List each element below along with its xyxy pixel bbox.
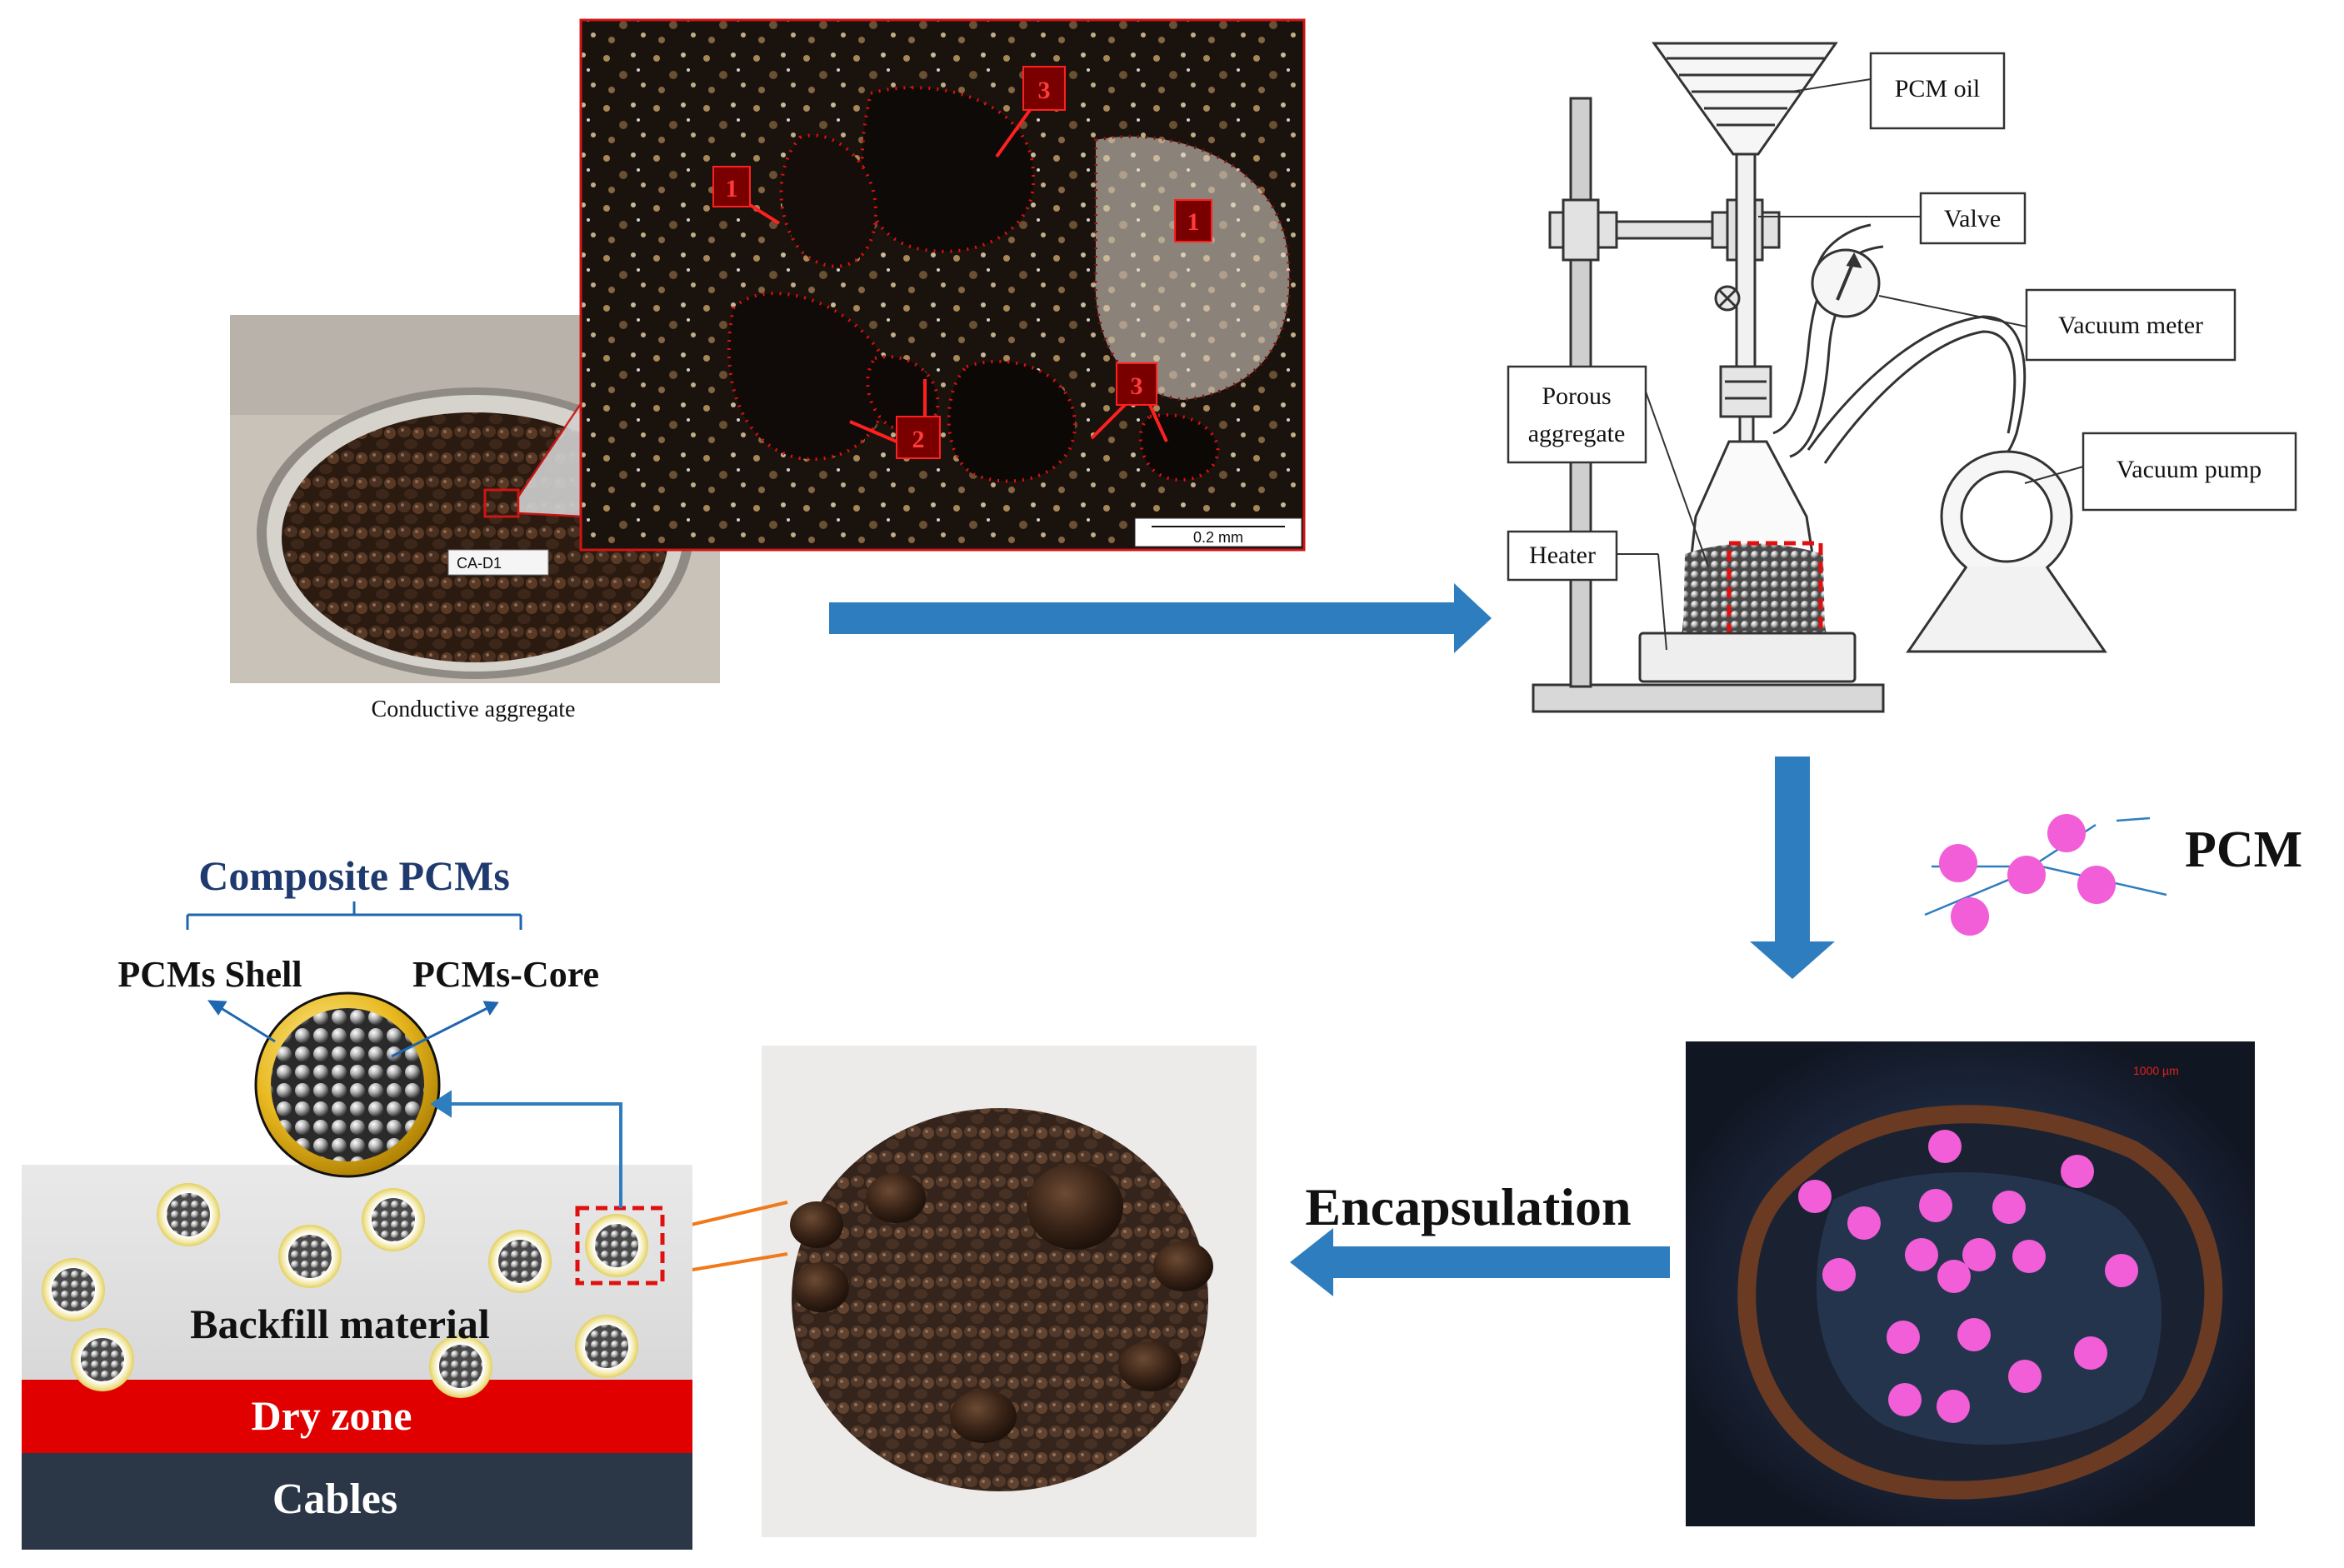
- cables-layer: [22, 1453, 692, 1550]
- core-label: PCMs-Core: [412, 954, 599, 995]
- pcm-label: PCM: [2185, 821, 2302, 878]
- flow-arrow-left: [1290, 1228, 1670, 1296]
- pore-outline: [947, 359, 1077, 483]
- capsule: [42, 1258, 105, 1321]
- pore-outline: [1093, 134, 1292, 402]
- cables-label: Cables: [272, 1476, 397, 1523]
- micrograph-scale-bar: 0.2 mm: [1193, 529, 1243, 546]
- pore-marker: 3: [1090, 362, 1168, 442]
- backfill-label: Backfill material: [190, 1301, 490, 1347]
- oil-funnel: [1652, 42, 1838, 156]
- encapsulation-label: Encapsulation: [1305, 1177, 1631, 1236]
- dry-zone-label: Dry zone: [252, 1392, 412, 1439]
- pore-marker: 1: [712, 166, 781, 225]
- composite-pcm-capsule: [254, 991, 441, 1178]
- shell-label: PCMs Shell: [117, 954, 302, 995]
- capsule: [362, 1188, 425, 1251]
- label-porous-aggregate-1: Porous: [1542, 382, 1611, 410]
- svg-text:1: 1: [1187, 208, 1200, 236]
- svg-text:1: 1: [726, 175, 738, 202]
- cable-backfill-schematic: [22, 1165, 692, 1550]
- pore-marker: 3: [995, 66, 1066, 158]
- label-heater: Heater: [1529, 542, 1596, 569]
- svg-text:2: 2: [912, 426, 925, 453]
- flow-arrow-down: [1750, 757, 1835, 979]
- conductive-aggregate-label: Conductive aggregate: [372, 697, 576, 722]
- sem-scale-bar: 1000 µm: [2133, 1064, 2179, 1077]
- pore-marker: 2: [849, 379, 941, 459]
- capsule: [278, 1225, 342, 1288]
- sample-tag: [447, 549, 549, 576]
- pcm-molecule-icon: [1924, 814, 2167, 936]
- label-vacuum-meter: Vacuum meter: [2058, 312, 2203, 339]
- composite-bracket: [186, 901, 522, 930]
- pore-markers: 1 1 2 3 3: [712, 66, 1212, 459]
- label-porous-aggregate-2: aggregate: [1528, 420, 1626, 447]
- apparatus-labels: PCM oil Valve Vacuum meter Porous aggreg…: [1507, 52, 2297, 651]
- capsule: [575, 1315, 638, 1378]
- shell-core-arrows: [207, 1000, 499, 1058]
- label-valve: Valve: [1944, 205, 2001, 232]
- capsule: [488, 1230, 552, 1293]
- composite-capsules: [42, 1183, 648, 1398]
- capsule: [157, 1183, 220, 1246]
- sem-image: 1000 µm: [1686, 1041, 2255, 1526]
- composite-title: Composite PCMs: [198, 852, 510, 899]
- flow-arrow-right: [829, 583, 1492, 653]
- svg-text:3: 3: [1131, 372, 1143, 400]
- heater-plate: [1638, 632, 1857, 683]
- pore-outline: [727, 292, 889, 462]
- capsule: [429, 1335, 492, 1398]
- sample-tag-text: CA-D1: [457, 555, 502, 572]
- pore-outline: [1138, 413, 1220, 482]
- pore-outline: [779, 133, 878, 268]
- svg-text:3: 3: [1038, 77, 1051, 104]
- micrograph: 0.2 mm: [579, 18, 1306, 552]
- pore-marker: 1: [1174, 199, 1212, 242]
- pore-outline: [860, 86, 1036, 253]
- label-vacuum-pump: Vacuum pump: [2117, 456, 2262, 483]
- capsule: [585, 1214, 648, 1277]
- detail-arrow: [430, 1090, 622, 1208]
- encapsulated-pellets-photo: [762, 1046, 1257, 1537]
- impregnated-pcm-dots: [1798, 1130, 2138, 1423]
- capsule: [71, 1328, 134, 1391]
- dry-zone-layer: [22, 1380, 692, 1453]
- label-pcm-oil: PCM oil: [1895, 75, 1981, 102]
- pore-outline: [866, 355, 940, 432]
- stand-base: [1532, 683, 1885, 713]
